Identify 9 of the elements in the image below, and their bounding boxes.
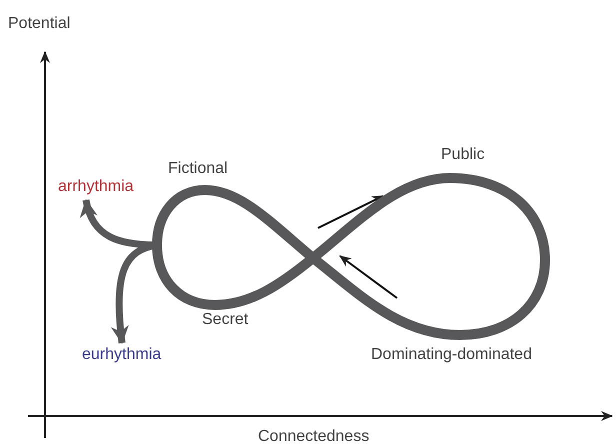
loop-label: Fictional	[168, 160, 228, 178]
node-label: eurhythmia	[82, 346, 162, 364]
loop-label: Secret	[202, 311, 248, 329]
node-label: arrhythmia	[58, 178, 134, 196]
loop-label: Dominating-dominated	[371, 346, 532, 364]
loop-label: Public	[441, 146, 485, 164]
axis-title: Potential	[8, 15, 70, 33]
infinity-loop	[152, 173, 550, 340]
axis-title: Connectedness	[258, 428, 370, 446]
